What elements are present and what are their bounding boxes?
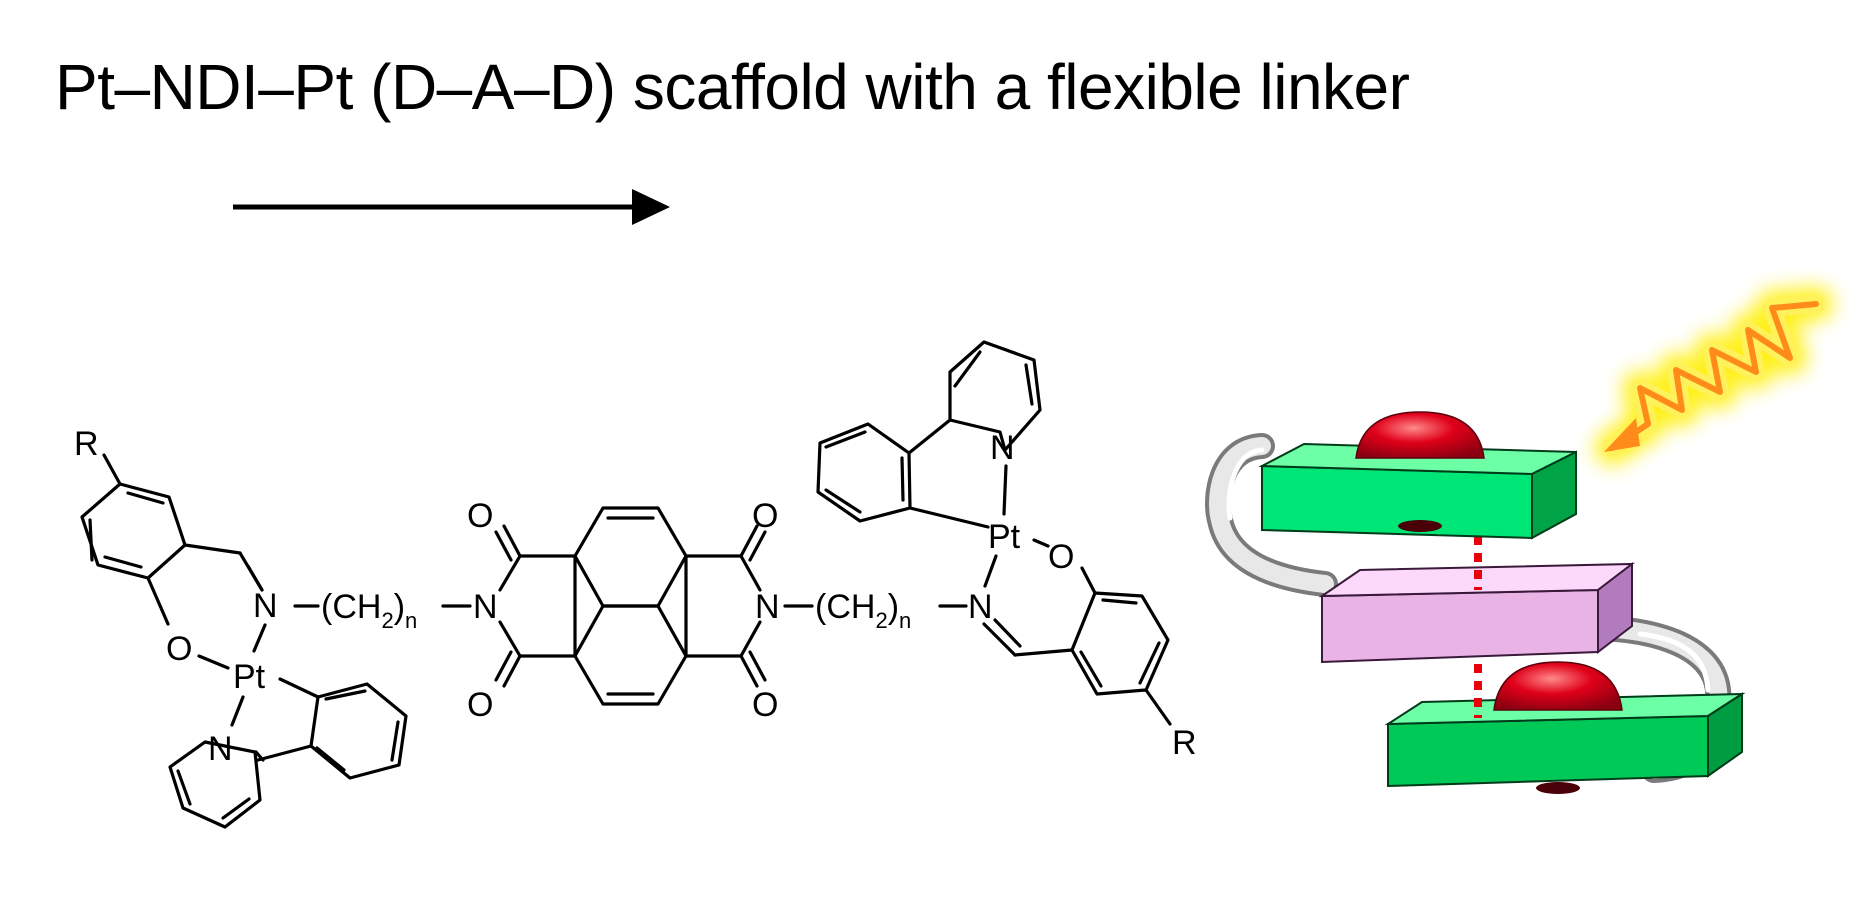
- diagram-title: Pt–NDI–Pt (D–A–D) scaffold with a flexib…: [55, 51, 1410, 123]
- nitrogen-imide-right: N: [755, 588, 780, 626]
- acceptor-block: [1318, 561, 1636, 664]
- nitrogen-imide-left: N: [473, 588, 498, 626]
- emission-wave-icon: [1595, 287, 1833, 465]
- left-pt-complex: R O N Pt N: [74, 425, 408, 829]
- oxygen-ndi-1: O: [467, 497, 493, 535]
- platinum-right: Pt: [988, 518, 1021, 556]
- platinum-left: Pt: [233, 658, 266, 696]
- linker-left: (CH2)n: [321, 588, 417, 633]
- substituent-r-right: R: [1172, 724, 1197, 762]
- oxygen-right: O: [1048, 538, 1074, 576]
- donor-block-lower: [1384, 661, 1746, 794]
- oxygen-ndi-2: O: [467, 686, 493, 724]
- nitrogen-pyridine-left: N: [208, 730, 233, 768]
- linker-right: (CH2)n: [815, 588, 911, 633]
- arrow-right-icon: [233, 189, 670, 225]
- oxygen-ndi-4: O: [752, 686, 778, 724]
- nitrogen-imine-right: N: [968, 588, 993, 626]
- substituent-r-left: R: [74, 425, 99, 463]
- pt-center-lower: [1493, 661, 1623, 711]
- oxygen-ndi-3: O: [752, 497, 778, 535]
- right-pt-complex: N Pt O N R: [816, 340, 1197, 762]
- nitrogen-imine-left: N: [253, 587, 278, 625]
- pt-center-upper: [1355, 411, 1485, 459]
- donor-block-upper: [1258, 411, 1577, 540]
- ndi-core: N N O O O O: [467, 497, 780, 724]
- stacking-cartoon: [1205, 287, 1833, 794]
- oxygen-left: O: [166, 630, 192, 668]
